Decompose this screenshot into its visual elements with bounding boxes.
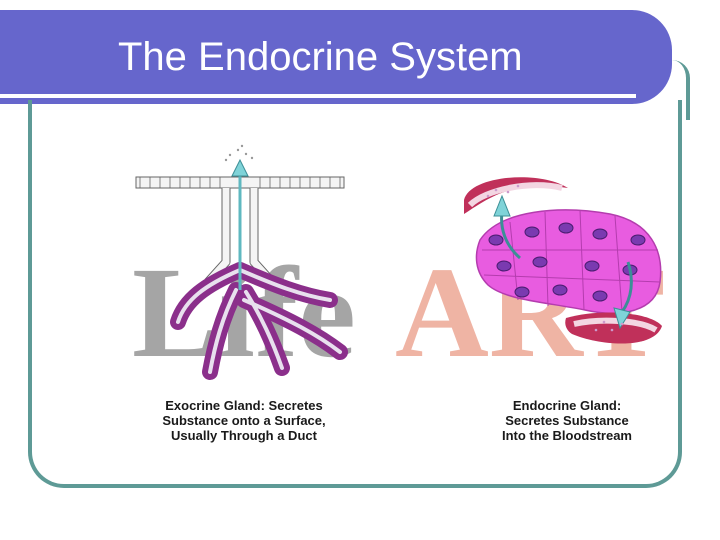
content-frame-corner — [672, 60, 690, 120]
exocrine-gland-caption: Exocrine Gland: Secretes Substance onto … — [162, 398, 326, 443]
exocrine-gland-illustration — [135, 144, 348, 380]
slide-title: The Endocrine System — [118, 35, 523, 79]
endocrine-gland-caption: Endocrine Gland: Secretes Substance Into… — [501, 398, 632, 443]
title-banner — [0, 10, 672, 104]
endocrine-gland-illustration — [464, 177, 662, 344]
title-underline — [0, 94, 636, 98]
content-frame — [28, 100, 682, 488]
svg-text:Life: Life — [132, 241, 356, 385]
